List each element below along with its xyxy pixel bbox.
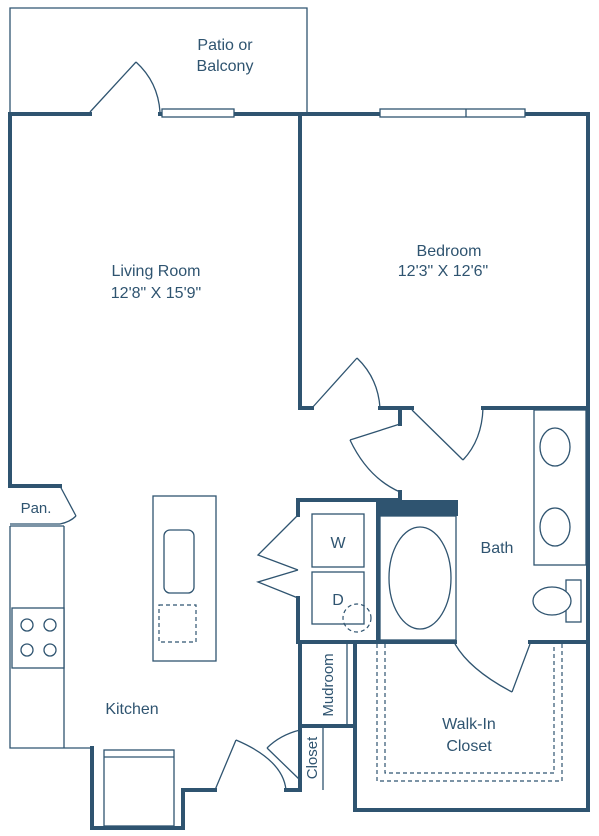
walkin-label-line2: Closet — [446, 738, 492, 755]
pantry-label: Pan. — [21, 500, 52, 517]
patio-label-line1: Patio or — [197, 37, 253, 54]
mudroom-shelf — [322, 644, 348, 790]
patio-door — [89, 61, 161, 113]
living-room-label: Living Room — [112, 263, 201, 280]
interior-walls — [296, 112, 590, 792]
windows — [161, 108, 526, 118]
washer-label: W — [330, 535, 346, 552]
dryer-label: D — [332, 592, 344, 609]
mudroom-label: Mudroom — [320, 653, 337, 716]
closet-label: Closet — [304, 736, 321, 779]
interior-doors — [59, 357, 531, 791]
laundry — [311, 513, 372, 633]
pantry — [8, 484, 62, 525]
patio-outline — [9, 7, 308, 112]
bedroom-label: Bedroom — [417, 243, 482, 260]
living-room-dims: 12'8" X 15'9" — [111, 285, 201, 302]
kitchen-counters — [9, 495, 217, 827]
bedroom-dims: 12'3" X 12'6" — [398, 263, 488, 280]
walkin-label-line1: Walk-In — [442, 716, 496, 733]
walkin-shelves — [376, 644, 563, 782]
kitchen-label: Kitchen — [105, 701, 158, 718]
bath-fixtures — [378, 409, 587, 641]
bath-label: Bath — [481, 540, 514, 557]
patio-label-line2: Balcony — [197, 58, 254, 75]
